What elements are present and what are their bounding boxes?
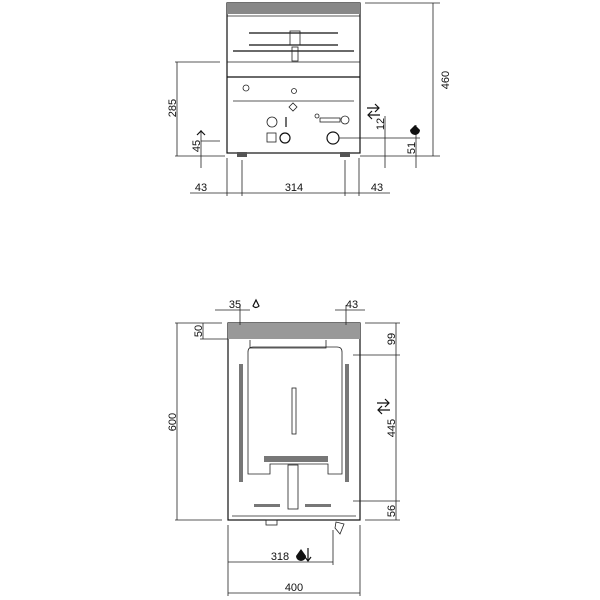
dim-600: 600 [167,413,179,431]
drain-tap [334,521,345,535]
dim-460: 460 [440,71,452,89]
dim-12: 12 [375,118,387,130]
power-switch[interactable] [266,116,278,128]
appliance-body-front [226,2,361,154]
thermostat-knob[interactable] [279,132,291,144]
dim-285: 285 [167,99,179,117]
dim-318: 318 [271,551,289,563]
dim-56: 56 [386,505,398,517]
dim-99: 99 [386,333,398,345]
water-drop-icon [410,125,420,135]
flame-icon [196,130,206,136]
dim-400: 400 [285,582,303,594]
fry-well [247,346,343,475]
dim-50: 50 [193,325,205,337]
dim-35: 35 [229,299,241,311]
top-grill [228,323,360,339]
foot-right [340,152,350,157]
dim-43-top: 43 [346,299,358,311]
foot-left [237,152,247,157]
water-drop-icon [296,549,306,561]
indicator-light [242,84,250,92]
electric-arrow-icon [367,103,380,120]
top-view: 35 43 600 50 99 445 56 318 400 [167,298,400,596]
dim-51: 51 [406,142,418,154]
dim-314: 314 [285,182,303,194]
dim-43-left: 43 [195,182,207,194]
front-view: 460 285 45 12 51 43 314 43 [167,2,452,196]
top-grill-front [227,3,360,14]
drain-valve [326,131,340,145]
dim-445: 445 [386,419,398,437]
basket-handle [289,30,301,46]
dim-45: 45 [191,140,203,152]
dim-43-right: 43 [371,182,383,194]
flame-icon [252,298,260,309]
basket-handle-top [287,464,299,510]
electric-arrow-icon [377,398,390,415]
